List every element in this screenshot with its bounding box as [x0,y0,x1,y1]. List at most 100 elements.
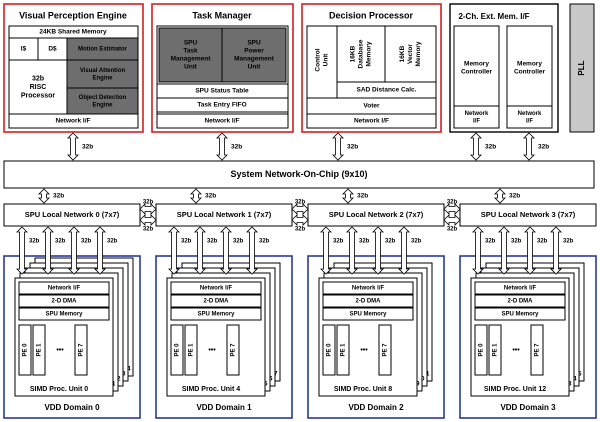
arrow-ln0-simd [16,226,28,275]
pe-1-label: PE 1 [37,343,43,357]
pe-ellipsis: ••• [56,347,64,354]
system-noc [3,160,595,189]
mem-net1-label-line: Network [465,111,489,117]
dp-control-label-line: Control [315,48,322,71]
bw-ln3-simd: 32b [563,239,574,245]
link-ln0-ln1-a [139,203,157,215]
simd-mem [322,307,414,321]
bw-link-1-b: 32b [295,227,306,233]
vpe-risc-label-line: 32b [32,75,44,82]
tm-net-label: Network I/F [204,118,239,125]
vpe-dcache-label: D$ [48,46,57,53]
bw-ln0-simd: 32b [107,239,118,245]
link-ln2-ln3-b [443,214,461,226]
arrow-vpe-noc [67,132,79,161]
tm-spu-tmu [158,27,223,83]
simd-stack-index: 4 [127,366,131,373]
simd-dma-label: 2-D DMA [204,299,230,305]
bw-ln3-simd: 32b [537,239,548,245]
dp-control-label-line: Unit [323,53,330,66]
pe-1-label: PE 1 [189,343,195,357]
simd-stack-index: 2 [117,376,121,383]
dp-voter-label: Voter [363,103,380,110]
bw-tm: 32b [231,144,242,151]
dp-vec-mem-label-line: Memory [415,41,422,66]
pe-7-box [530,324,544,376]
bw-noc-ln2: 32b [357,193,368,200]
arrow-ln3-simd [550,226,562,275]
bw-ln0-simd: 32b [55,239,66,245]
bw-link-2-a: 32b [447,200,458,206]
arrow-ln3-simd [472,226,484,275]
pe-7-label: PE 7 [79,343,85,357]
dp-title: Decision Processor [329,10,414,20]
arrow-ln0-simd [42,226,54,275]
simd-net [322,281,414,295]
vpe-risc-label-line: RISC [30,84,47,91]
pe-1-box [184,324,198,376]
bw-ln3-simd: 32b [511,239,522,245]
simd-net-label: Network I/F [504,286,537,292]
simd-dma [170,294,262,308]
mem-ctrl2-label-line: Controller [514,69,546,76]
vdd-domain-2-label: VDD Domain 2 [348,403,404,412]
link-ln0-ln1-b [139,214,157,226]
dp-sad-label: SAD Distance Calc. [357,87,417,94]
simd-dma [18,294,110,308]
simd-stack-index: 1 [112,381,116,388]
bw-ln1-simd: 32b [207,239,218,245]
pe-1-box [336,324,350,376]
pe-1-label: PE 1 [493,343,499,357]
link-ln2-ln3-a [443,203,461,215]
simd-dma-label: 2-D DMA [508,299,534,305]
pe-0-box [322,324,336,376]
mem-ctrl1-label-line: Memory [464,61,489,68]
pe-1-box [488,324,502,376]
mem-net2-label-line: Network [518,111,542,117]
pll-block [569,3,595,133]
vpe-net [8,113,139,129]
vpe-shared-mem-label: 24KB Shared Memory [39,29,107,36]
bw-ln3-simd: 32b [485,239,496,245]
simd-mem-label: SPU Memory [349,312,387,318]
arrow-mem1-noc [470,132,482,161]
vpe-motion-label: Motion Estimator [78,47,128,53]
pe-ellipsis: ••• [512,347,520,354]
pe-ellipsis: ••• [360,347,368,354]
tm-spu-tmu-label-line: Task [183,48,198,55]
arrow-ln1-simd [220,226,232,275]
tm-spu-tmu-label-line: Unit [184,64,197,71]
simd-stack-index: 5 [264,381,268,388]
pe-7-box [226,324,240,376]
bw-ln1-simd: 32b [233,239,244,245]
mem-title: 2-Ch. Ext. Mem. I/F [458,12,529,21]
simd-stack-index: 3 [122,371,126,378]
vdd-domain-0-label: VDD Domain 0 [44,403,100,412]
bw-ln1-simd: 32b [259,239,270,245]
simd-net [474,281,566,295]
bw-link-1-a: 32b [295,200,306,206]
vdd-domain-3-label: VDD Domain 3 [500,403,556,412]
bw-mem1: 32b [485,144,496,151]
local-net-0-label: SPU Local Network 0 (7x7) [25,210,120,219]
arrow-noc-ln2 [342,188,354,204]
vpe-net-label: Network I/F [55,118,90,125]
simd-net [170,281,262,295]
pe-7-box [378,324,392,376]
vpe-vae-label-line: Engine [92,75,113,81]
pe-7-label: PE 7 [231,343,237,357]
bw-link-2-b: 32b [447,227,458,233]
arrow-noc-ln1 [190,188,202,204]
vpe-ode-label-line: Object Detection [79,95,127,101]
arrow-ln2-simd [372,226,384,275]
simd-unit-label: SIMD Proc. Unit 12 [484,386,546,393]
vpe-risc-label-line: Processor [21,92,56,99]
mem-net1 [453,105,500,129]
local-net-1-label: SPU Local Network 1 (7x7) [177,210,272,219]
